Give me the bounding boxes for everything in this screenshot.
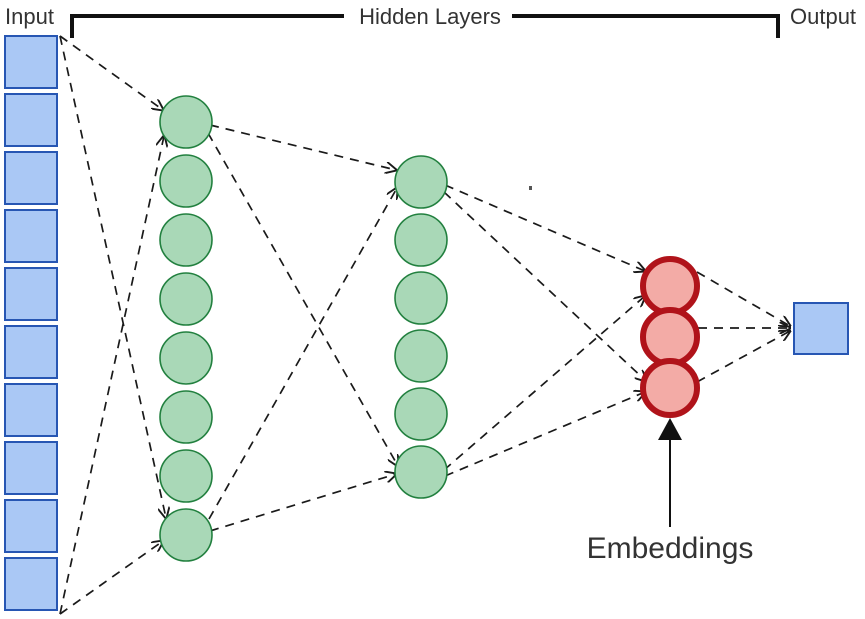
node-hidden-2-2 — [394, 213, 448, 267]
node-hidden-1-3 — [159, 213, 213, 267]
bracket-left-arm — [70, 14, 344, 38]
edge-h2-top-to-emb-bottom — [443, 191, 646, 381]
node-input-1 — [4, 35, 58, 89]
node-output-1 — [793, 302, 849, 355]
node-hidden-2-6 — [394, 445, 448, 499]
node-embeddings-1 — [640, 256, 700, 316]
edge-h1-top-to-h2-top — [209, 124, 396, 170]
edge-h1-bottom-to-h2-bottom — [209, 474, 396, 532]
node-hidden-1-1 — [159, 95, 213, 149]
node-input-2 — [4, 93, 58, 147]
node-hidden-2-4 — [394, 329, 448, 383]
stray-mark — [529, 186, 532, 190]
edge-h2-bottom-to-emb-top — [443, 296, 645, 471]
node-input-8 — [4, 441, 58, 495]
edge-emb-bottom-to-output — [696, 331, 790, 383]
edge-input-top-to-h1-bottom — [59, 35, 166, 518]
node-hidden-1-6 — [159, 390, 213, 444]
connection-edges — [59, 35, 790, 615]
output-label: Output — [790, 4, 856, 29]
bracket-right-arm — [512, 14, 780, 38]
edge-h2-top-to-emb-top — [444, 184, 645, 271]
node-input-6 — [4, 325, 58, 379]
node-input-7 — [4, 383, 58, 437]
node-input-10 — [4, 557, 58, 611]
stray-mark-dot — [529, 186, 532, 190]
edge-input-top-to-h1-top — [59, 35, 163, 110]
node-embeddings-2 — [640, 307, 700, 367]
node-hidden-1-8 — [159, 508, 213, 562]
node-hidden-1-4 — [159, 272, 213, 326]
edge-h1-bottom-to-h2-top — [208, 188, 397, 520]
hidden-layers-label: Hidden Layers — [359, 4, 501, 29]
edge-h2-bottom-to-emb-bottom — [444, 392, 645, 477]
network-nodes — [4, 35, 849, 611]
edge-input-bottom-to-h1-bottom — [59, 541, 163, 615]
hidden-layers-bracket — [70, 14, 780, 38]
node-input-4 — [4, 209, 58, 263]
embeddings-callout-arrow — [658, 418, 682, 527]
node-input-9 — [4, 499, 58, 553]
edge-input-bottom-to-h1-top — [59, 136, 164, 615]
node-hidden-1-2 — [159, 154, 213, 208]
node-input-3 — [4, 151, 58, 205]
node-hidden-2-3 — [394, 271, 448, 325]
node-hidden-2-5 — [394, 387, 448, 441]
input-label: Input — [5, 4, 54, 29]
embeddings-arrow-head — [658, 418, 682, 440]
node-embeddings-3 — [640, 358, 700, 418]
node-hidden-1-5 — [159, 331, 213, 385]
node-hidden-2-1 — [394, 155, 448, 209]
edge-h1-top-to-h2-bottom — [207, 132, 398, 466]
node-hidden-1-7 — [159, 449, 213, 503]
edge-emb-top-to-output — [696, 271, 790, 326]
embeddings-label: Embeddings — [587, 532, 754, 565]
node-input-5 — [4, 267, 58, 321]
